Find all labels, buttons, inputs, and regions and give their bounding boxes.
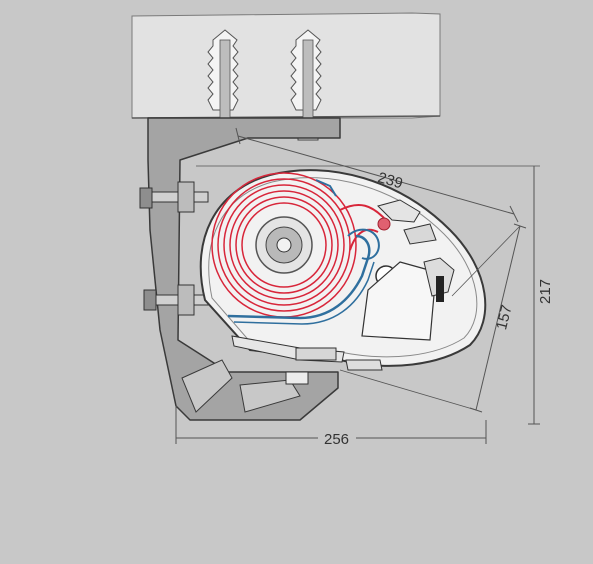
drive-unit <box>361 257 455 341</box>
dimension-label-239: 239 <box>376 169 405 192</box>
lower-profile <box>231 335 383 385</box>
roller-tube <box>255 216 313 274</box>
dimension-239: 239 <box>235 127 519 223</box>
dimension-label-256: 256 <box>324 431 349 448</box>
dimension-256: 256 <box>175 406 487 448</box>
wall-bolt-upper <box>139 181 209 213</box>
dimension-label-157: 157 <box>493 303 516 331</box>
front-profile <box>377 199 437 245</box>
mounting-bracket <box>147 117 341 421</box>
dimension-157: 157 <box>339 223 527 413</box>
dimension-217: 217 <box>196 165 554 425</box>
guide-rail <box>227 179 380 325</box>
dimension-label-217: 217 <box>537 279 554 304</box>
wall-bolt-lower <box>143 284 209 316</box>
ceiling-slab <box>131 12 441 119</box>
